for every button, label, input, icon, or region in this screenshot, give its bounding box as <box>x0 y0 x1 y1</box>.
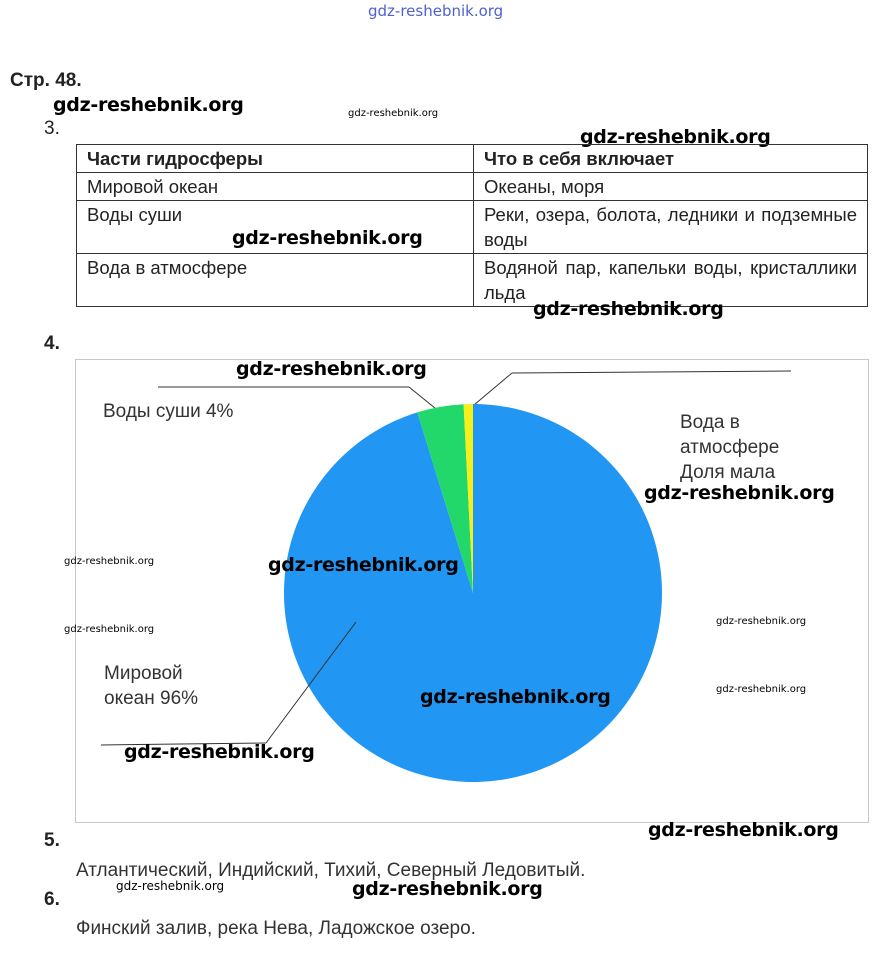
atmosphere-label: Вода в атмосфере Доля мала <box>680 410 779 485</box>
watermark: gdz-reshebnik.org <box>236 358 427 380</box>
table-row: Мировой океан Океаны, моря <box>76 172 868 201</box>
table-cell: Реки, озера, болота, ледники и подземные… <box>473 200 868 254</box>
watermark: gdz-reshebnik.org <box>420 686 611 708</box>
task6-answer: Финский залив, река Нева, Ладожское озер… <box>76 918 476 939</box>
watermark: gdz-reshebnik.org <box>352 878 543 900</box>
leader-line <box>467 372 513 411</box>
land-water-label: Воды суши 4% <box>103 401 234 422</box>
leader-line <box>511 370 792 374</box>
watermark: gdz-reshebnik.org <box>716 684 807 695</box>
watermark: gdz-reshebnik.org <box>64 624 155 635</box>
table-cell: Воды суши <box>76 200 474 254</box>
table-cell: Водяной пар, капельки воды, кристаллики … <box>473 253 868 307</box>
watermark: gdz-reshebnik.org <box>368 2 504 20</box>
label-line: Доля мала <box>680 462 776 483</box>
page-title: Стр. 48. <box>10 70 82 91</box>
leader-line <box>100 742 267 746</box>
table-cell: Океаны, моря <box>473 172 868 201</box>
task4-number: 4. <box>44 333 60 354</box>
task6-number: 6. <box>44 889 60 910</box>
table-row: Воды суши Реки, озера, болота, ледники и… <box>76 200 868 254</box>
header-cell: Что в себя включает <box>473 144 868 173</box>
label-line: атмосфере <box>680 437 780 458</box>
table-cell: Вода в атмосфере <box>76 253 474 307</box>
task5-answer: Атлантический, Индийский, Тихий, Северны… <box>76 860 586 881</box>
ocean-label: Мировой океан 96% <box>104 661 198 711</box>
watermark: gdz-reshebnik.org <box>716 616 807 627</box>
watermark: gdz-reshebnik.org <box>644 482 835 504</box>
leader-line <box>265 621 357 744</box>
watermark: gdz-reshebnik.org <box>124 741 315 763</box>
watermark: gdz-reshebnik.org <box>232 227 423 249</box>
label-line: океан 96% <box>104 688 199 709</box>
task3-number: 3. <box>44 118 60 139</box>
table-row: Вода в атмосфере Водяной пар, капельки в… <box>76 253 868 307</box>
header-cell: Части гидросферы <box>76 144 474 173</box>
watermark: gdz-reshebnik.org <box>53 94 244 116</box>
watermark: gdz-reshebnik.org <box>64 556 155 567</box>
label-line: Мировой <box>104 663 183 684</box>
task5-number: 5. <box>44 830 60 851</box>
pie-svg <box>100 370 792 782</box>
watermark: gdz-reshebnik.org <box>348 108 439 119</box>
hydrosphere-table: Части гидросферы Что в себя включает Мир… <box>76 144 868 307</box>
watermark: gdz-reshebnik.org <box>533 298 724 320</box>
table-header: Части гидросферы Что в себя включает <box>76 144 868 173</box>
watermark: gdz-reshebnik.org <box>268 554 459 576</box>
watermark: gdz-reshebnik.org <box>116 879 225 893</box>
slice-atmosphere <box>463 404 473 593</box>
label-line: Вода в <box>680 412 740 433</box>
slice-ocean <box>284 404 663 782</box>
slice-land-water <box>417 404 473 593</box>
pie-chart: Воды суши 4% Вода в атмосфере Доля мала … <box>75 359 869 823</box>
watermark: gdz-reshebnik.org <box>648 819 839 841</box>
watermark: gdz-reshebnik.org <box>580 126 771 148</box>
table-cell: Мировой океан <box>76 172 474 201</box>
